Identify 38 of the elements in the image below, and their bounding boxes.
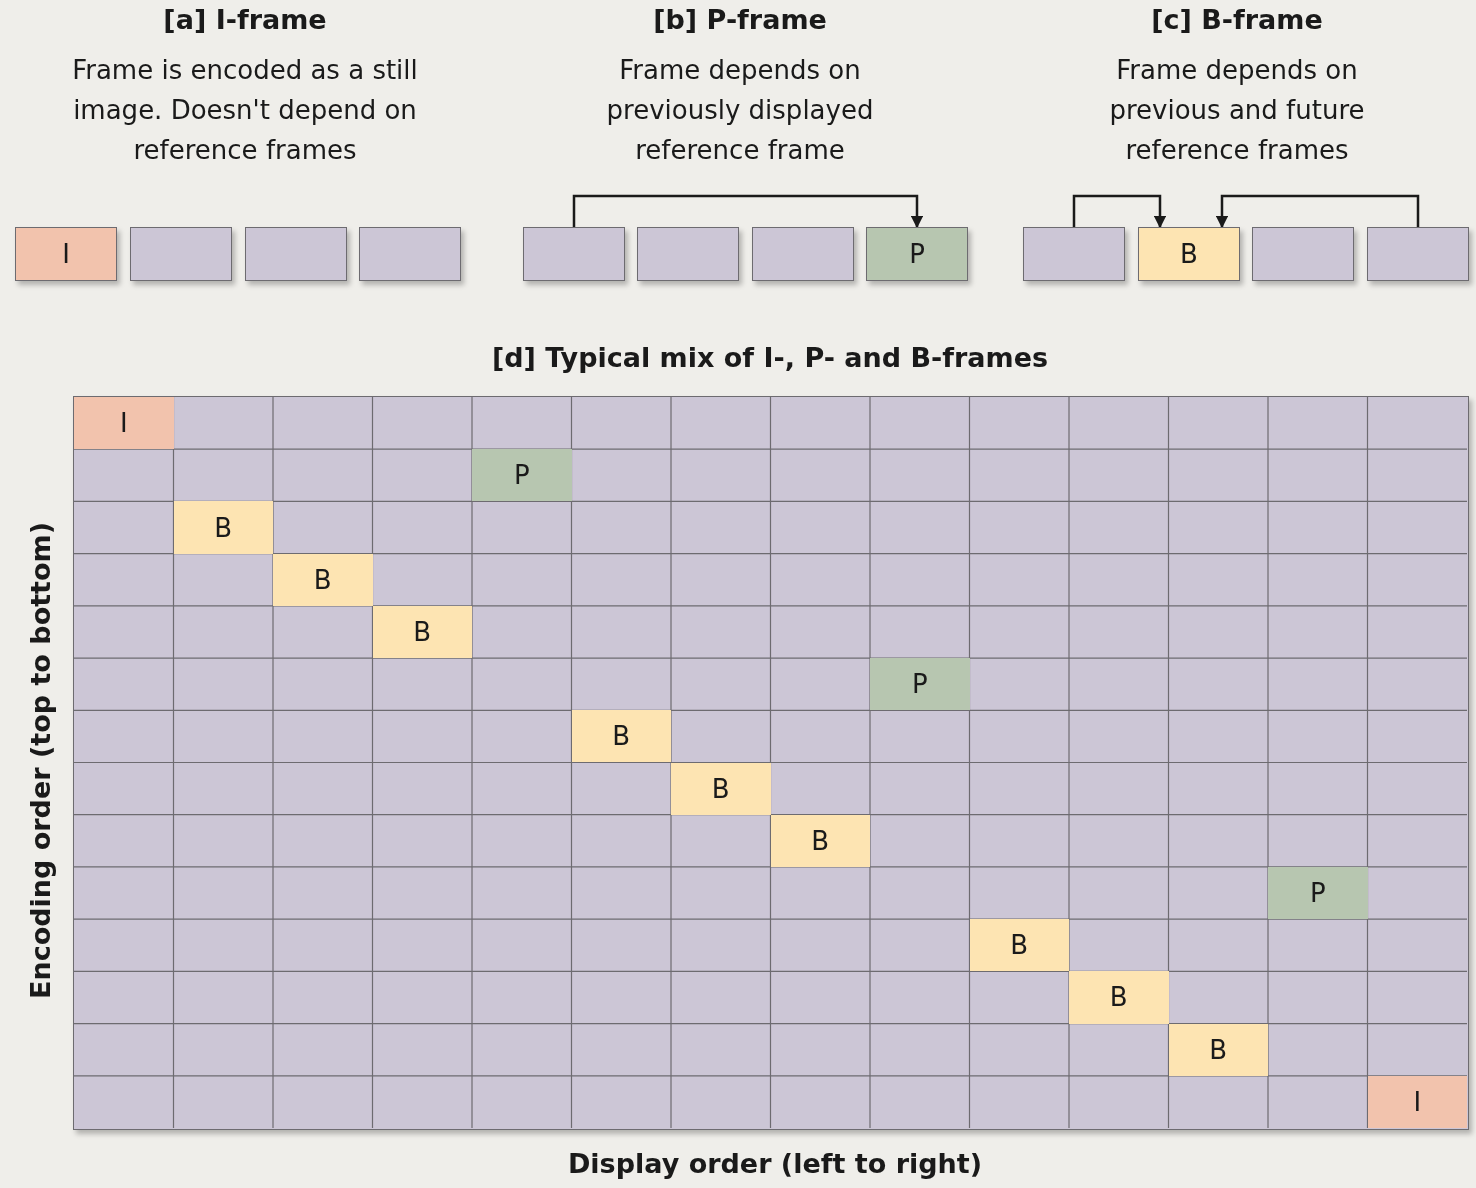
frame-box [359,227,461,281]
frame-box: B [1138,227,1240,281]
frame-type-cell: B [671,762,771,815]
frame-box [130,227,232,281]
frame-type-cell: P [472,449,572,502]
panel-heading: [b] P-frame [652,4,828,35]
frame-type-cell: I [1367,1075,1467,1128]
frame-type-cell: B [1168,1023,1268,1076]
panel-heading: [d] Typical mix of I-, P- and B-frames [490,342,1050,373]
dependency-arrow [1072,194,1167,229]
frame-box [637,227,739,281]
frame-type-cell: I [74,397,174,450]
dependency-arrow [1215,194,1420,229]
panel-heading: [a] I-frame [162,4,328,35]
frame-box: I [15,227,117,281]
frame-type-cell: B [273,553,373,606]
axis-label: Encoding order (top to bottom) [24,520,56,1002]
frame-type-cell: P [870,658,970,711]
frame-type-cell: B [770,814,870,867]
axis-label: Display order (left to right) [566,1148,984,1179]
frame-type-cell: B [1069,971,1169,1024]
frame-box [1367,227,1469,281]
dependency-arrow [572,194,924,229]
description-text: Frame depends on previous and future reference frames [1108,54,1366,167]
frame-box [1252,227,1354,281]
frame-box [1023,227,1125,281]
frame-box: P [866,227,968,281]
frame-type-cell: B [969,919,1069,972]
frame-type-cell: B [571,710,671,763]
description-text: Frame is encoded as a still image. Doesn't depend on reference frames [71,54,419,167]
frame-type-cell: P [1268,866,1368,920]
frame-box [523,227,625,281]
description-text: Frame depends on previously displayed reference frame [605,54,875,167]
frame-type-cell: B [372,605,472,659]
frame-box [245,227,347,281]
panel-heading: [c] B-frame [1150,4,1324,35]
frame-type-cell: B [173,501,273,554]
frame-box [752,227,854,281]
